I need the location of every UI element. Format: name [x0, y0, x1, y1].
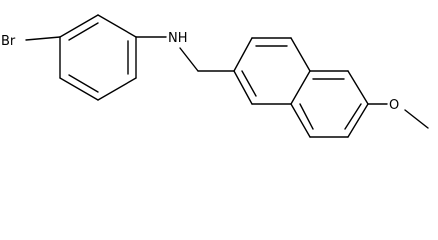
- amine-label: NH: [168, 31, 188, 46]
- bond: [290, 37, 311, 72]
- naphthalene-ring-right: [290, 70, 369, 138]
- double-bond-inner: [68, 22, 99, 41]
- bond: [97, 77, 137, 101]
- bond: [290, 70, 311, 105]
- bond: [97, 14, 137, 38]
- bond: [233, 37, 253, 72]
- double-bond-inner: [68, 74, 99, 93]
- methyl-bond: [404, 109, 429, 129]
- structure-diagram: Br NH O: [1, 14, 429, 138]
- bond: [347, 103, 369, 138]
- bond: [290, 103, 311, 138]
- bromophenyl-ring: [59, 14, 137, 101]
- naphthalene-ring-left: [233, 37, 311, 105]
- bond: [59, 77, 99, 101]
- double-bond-inner: [299, 103, 314, 130]
- bromine-label: Br: [1, 34, 16, 49]
- bromine-bond: [25, 36, 61, 41]
- bond: [59, 14, 99, 38]
- methoxy-oxygen-label: O: [389, 98, 399, 113]
- bond: [347, 70, 369, 105]
- double-bond-inner: [344, 103, 362, 130]
- bond: [233, 70, 253, 105]
- double-bond-inner: [241, 70, 257, 97]
- amine-methylene-bond: [179, 47, 199, 72]
